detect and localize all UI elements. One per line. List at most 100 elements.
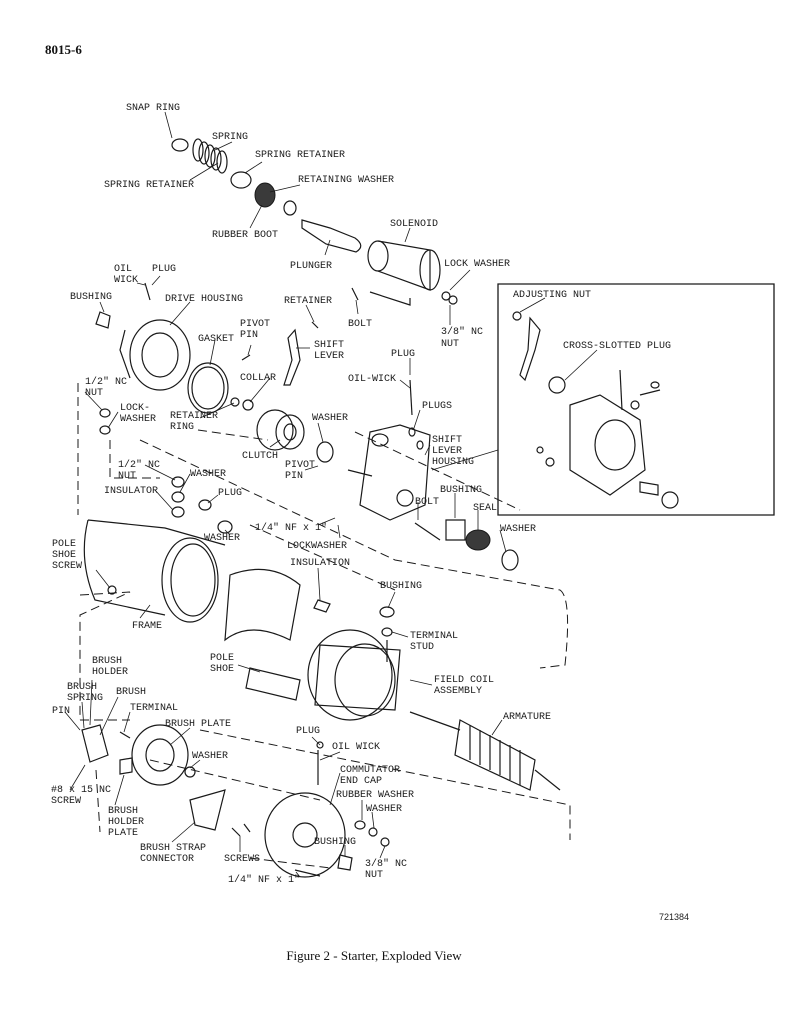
label-pole-shoe-screw: POLE SHOE SCREW <box>52 539 82 572</box>
label-bushing-right: BUSHING <box>380 581 422 592</box>
brush-holder-part <box>81 724 109 763</box>
label-spring-retainer-upper: SPRING RETAINER <box>255 150 345 161</box>
label-rubber-boot: RUBBER BOOT <box>212 230 278 241</box>
label-snap-ring: SNAP RING <box>126 103 180 114</box>
label-bolt-solenoid: BOLT <box>348 319 372 330</box>
label-insulation: INSULATION <box>290 558 350 569</box>
label-retainer: RETAINER <box>284 296 332 307</box>
label-terminal-stud: TERMINAL STUD <box>410 631 464 653</box>
label-oil-wick-lower: OIL WICK <box>332 742 380 753</box>
label-shift-lever: SHIFT LEVER <box>314 340 350 362</box>
label-pole-shoe: POLE SHOE <box>210 653 240 675</box>
label-nut-12-lower: 1/2" NC NUT <box>118 459 166 482</box>
label-drive-housing: DRIVE HOUSING <box>165 294 243 305</box>
label-pivot-pin-upper: PIVOT PIN <box>240 319 276 341</box>
label-oil-wick-mid: OIL-WICK <box>348 374 396 385</box>
drawing-number: 721384 <box>659 912 690 922</box>
label-screw-14-lower: 1/4" NF x 1" <box>228 874 300 886</box>
gasket-part <box>187 362 229 414</box>
inset-housing-part <box>569 394 646 496</box>
shift-lever-housing-part <box>359 424 431 521</box>
leader-lines <box>64 111 598 878</box>
frame-part <box>83 519 226 623</box>
label-collar: COLLAR <box>240 373 276 384</box>
label-frame: FRAME <box>132 621 162 632</box>
drive-housing-part <box>119 319 191 391</box>
brush-plate-part <box>131 724 189 786</box>
label-gasket: GASKET <box>198 334 234 345</box>
label-terminal: TERMINAL <box>130 703 178 714</box>
label-spring-retainer-lower: SPRING RETAINER <box>104 180 194 191</box>
label-retaining-washer: RETAINING WASHER <box>298 175 394 186</box>
field-coil-assembly-part <box>307 629 401 721</box>
shift-lever-part <box>283 328 301 386</box>
bushing-housing-part <box>445 519 466 541</box>
commutator-end-cap-part <box>264 792 346 878</box>
label-bushing-top: BUSHING <box>70 292 112 303</box>
label-plunger: PLUNGER <box>290 261 332 272</box>
label-plug-lower: PLUG <box>296 726 320 737</box>
label-lock-washer-left: LOCK- WASHER <box>120 403 156 425</box>
inset-parts <box>512 311 679 509</box>
rubber-boot-part <box>254 182 276 208</box>
label-plug-top: PLUG <box>152 264 176 275</box>
part-labels: SNAP RING SPRING SPRING RETAINER SPRING … <box>51 103 671 886</box>
seal-part <box>465 529 491 551</box>
label-brush-plate: BRUSH PLATE <box>165 719 231 730</box>
label-shift-lever-housing: SHIFT LEVER HOUSING <box>432 435 474 468</box>
label-brush-holder: BRUSH HOLDER <box>92 656 128 678</box>
label-armature: ARMATURE <box>503 712 551 723</box>
label-lock-washer-solenoid: LOCK WASHER <box>444 259 510 270</box>
label-washer-right: WASHER <box>500 524 536 535</box>
spring-retainer-part <box>230 171 252 189</box>
label-rubber-washer: RUBBER WASHER <box>336 790 414 801</box>
label-brush-holder-plate: BRUSH HOLDER PLATE <box>108 806 150 839</box>
label-bushing-lower: BUSHING <box>314 837 356 848</box>
label-nut-12-top: 1/2" NC NUT <box>85 376 133 399</box>
label-washer-brush-plate: WASHER <box>192 751 228 762</box>
label-clutch: CLUTCH <box>242 451 278 462</box>
label-screw-14-upper: 1/4" NF x 1" <box>255 522 327 534</box>
retaining-washer-part <box>283 200 297 216</box>
label-seal: SEAL <box>473 503 497 514</box>
label-adjusting-nut: ADJUSTING NUT <box>513 290 591 301</box>
label-washer-upper-left: WASHER <box>190 469 226 480</box>
clutch-part <box>256 409 305 451</box>
washer-right-part <box>501 549 519 571</box>
label-commutator-end-cap: COMMUTATOR END CAP <box>340 765 406 787</box>
solenoid-part <box>367 240 441 306</box>
insulation-part <box>224 568 301 642</box>
armature-part <box>409 711 561 791</box>
brush-strap-connector-part <box>189 789 226 831</box>
label-screw-8: #8 x 15 NC SCREW <box>51 785 117 807</box>
label-pivot-pin-lower: PIVOT PIN <box>285 460 321 482</box>
label-bushing-housing: BUSHING <box>440 485 482 496</box>
label-washer-left: WASHER <box>204 533 240 544</box>
label-plug-left: PLUG <box>218 488 242 499</box>
label-pin: PIN <box>52 706 70 717</box>
pole-shoe-part <box>245 667 301 701</box>
label-plugs: PLUGS <box>422 401 452 412</box>
label-nut-38-solenoid: 3/8" NC NUT <box>441 326 489 350</box>
spring-part <box>192 138 228 174</box>
label-brush: BRUSH <box>116 687 146 698</box>
label-washer-mid: WASHER <box>312 413 348 424</box>
label-plug-mid: PLUG <box>391 349 415 360</box>
label-washer-lower: WASHER <box>366 804 402 815</box>
plunger-part <box>301 219 362 253</box>
figure-caption: Figure 2 - Starter, Exploded View <box>286 948 462 963</box>
inset-border <box>497 283 775 516</box>
washer-mid-part <box>316 441 334 463</box>
label-oil-wick-top: OIL WICK <box>114 264 138 286</box>
assembly-guide-lines <box>77 383 571 869</box>
label-field-coil-assembly: FIELD COIL ASSEMBLY <box>434 675 500 697</box>
part-sketches <box>81 138 679 878</box>
label-lockwasher: LOCKWASHER <box>287 541 347 552</box>
label-solenoid: SOLENOID <box>390 219 438 230</box>
snap-ring-part <box>171 138 189 152</box>
label-bolt-housing: BOLT <box>415 497 439 508</box>
label-insulator: INSULATOR <box>104 486 158 497</box>
label-nut-38-lower: 3/8" NC NUT <box>365 858 413 881</box>
